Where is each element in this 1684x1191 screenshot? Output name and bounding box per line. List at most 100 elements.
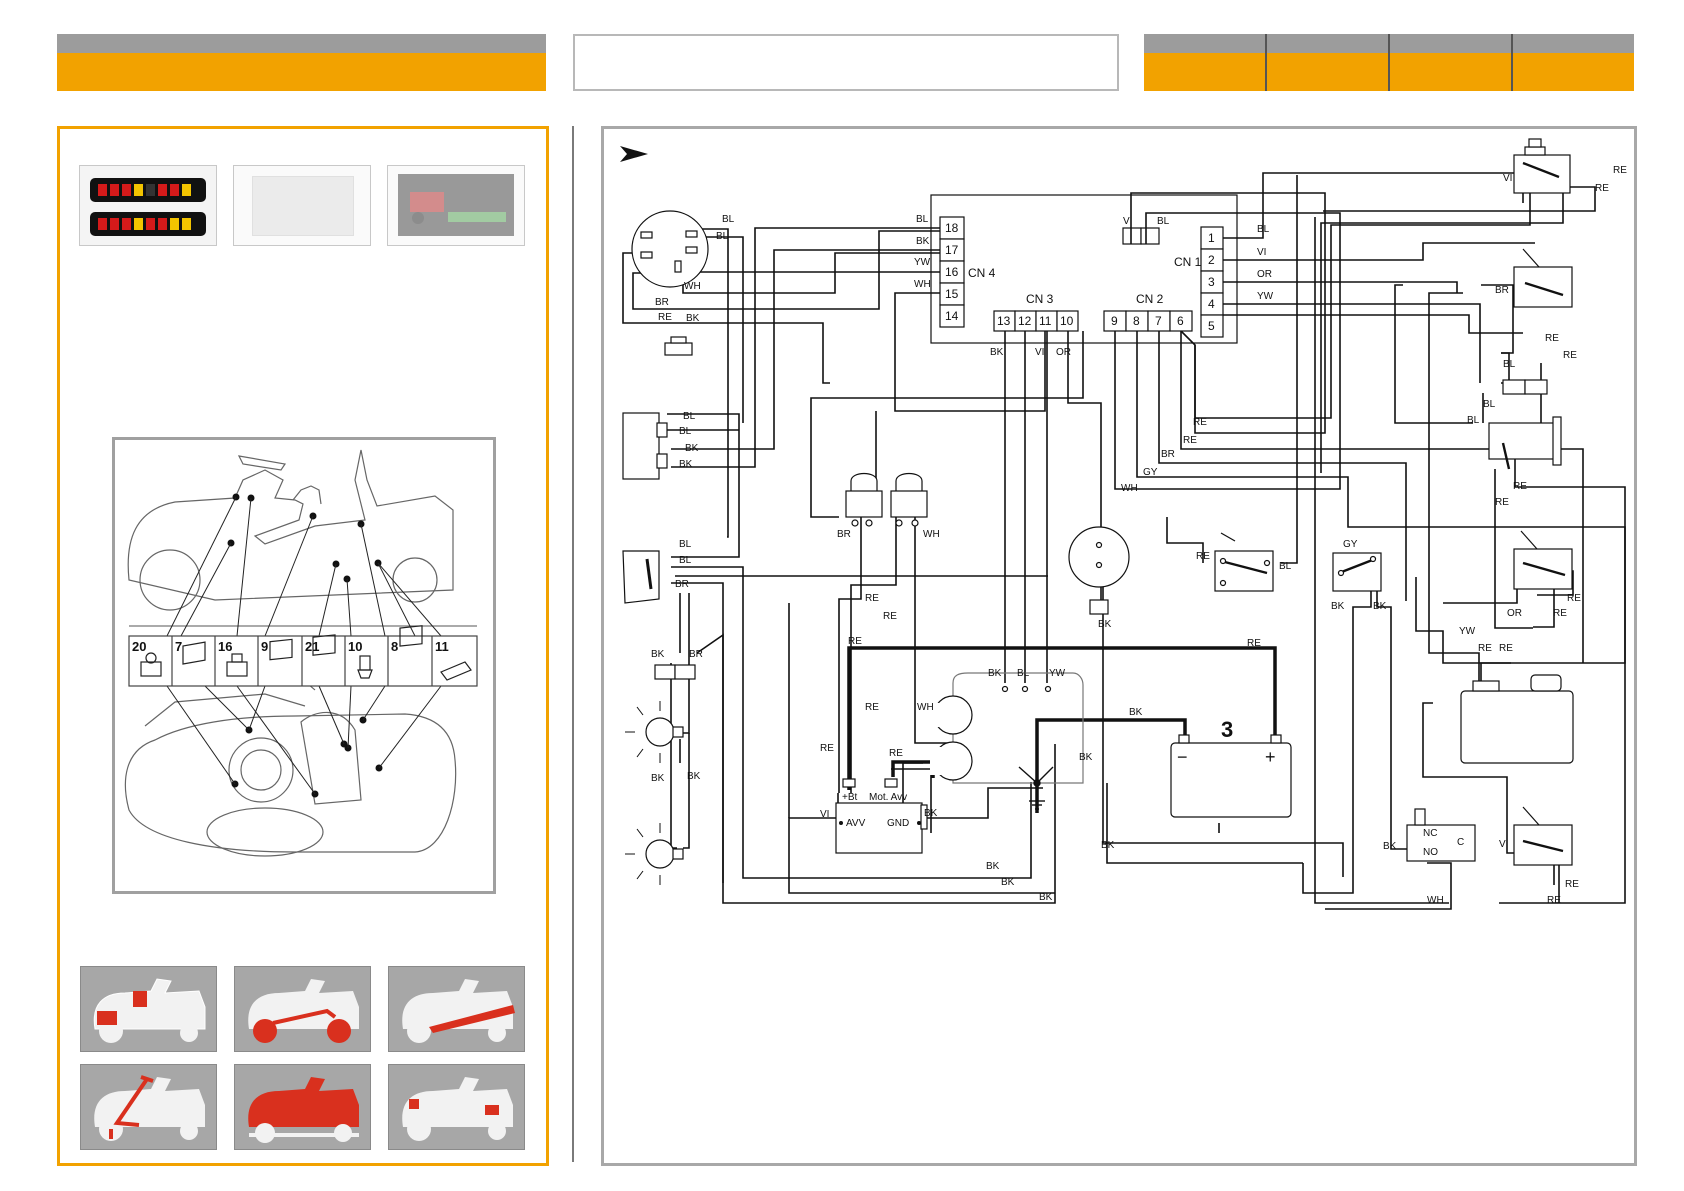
cn4-pin-18: 18 <box>945 221 959 235</box>
wiring-diagram: 18 17 16 15 14 CN 4 13 12 11 10 CN 3 9 8… <box>620 138 1627 910</box>
cn1-pin-5: 5 <box>1208 319 1215 333</box>
cutting-deck-group-thumbnail[interactable] <box>388 966 525 1052</box>
wire-label-re: RE <box>848 636 862 647</box>
wire-label-re: RE <box>1513 481 1527 492</box>
control-unit <box>930 194 1238 344</box>
wire-label-bk: BK <box>1129 707 1143 718</box>
wire-label-bl: BL <box>1257 224 1270 235</box>
wire-label-wh: WH <box>684 281 701 292</box>
steering-group-thumbnail[interactable] <box>80 1064 217 1150</box>
wire-label-bl: BL <box>683 411 696 422</box>
indicator-light-icon <box>98 184 191 230</box>
wire-label-bl: BL <box>1483 399 1496 410</box>
component-badge-16: 16 <box>218 639 232 654</box>
wire-label-bk: BK <box>1383 841 1397 852</box>
ignition-module <box>835 778 928 854</box>
component-box-row <box>128 635 478 687</box>
component-location-figure: 20 7 16 9 21 10 8 11 <box>112 437 496 894</box>
wire-label-bl: BL <box>1279 561 1292 572</box>
wire-label-yw: YW <box>1049 668 1066 679</box>
module-terminal-dots <box>839 821 921 825</box>
wire-label-br: BR <box>655 297 669 308</box>
wire-label-or: OR <box>1257 269 1272 280</box>
wire-label-bl: BL <box>1157 216 1170 227</box>
cn4-pin-15: 15 <box>945 287 959 301</box>
wire-label-re: RE <box>1193 417 1207 428</box>
wire-label-gy: GY <box>1143 467 1158 478</box>
wire-label-bl: BL <box>1467 415 1480 426</box>
wire-label-re: RE <box>658 312 672 323</box>
rocker-switch-icon <box>312 634 336 656</box>
wire-label-br: BR <box>689 649 703 660</box>
wire-label-re: RE <box>865 593 879 604</box>
bodywork-group-thumbnail[interactable] <box>234 1064 371 1150</box>
wire-label-vi: VI <box>820 809 829 820</box>
wire-label-bl: BL <box>679 539 692 550</box>
electrical-group-thumbnail[interactable] <box>388 1064 525 1150</box>
wire-label-vi: VI <box>1503 173 1512 184</box>
wire-labels: BL BL WH BR RE BK BL BK YW WH VI BL BL V… <box>651 165 1627 906</box>
header-tab-divider <box>1265 34 1267 91</box>
component-badge-21: 21 <box>305 639 319 654</box>
display-screen-thumbnail[interactable] <box>387 165 525 246</box>
wire-label-re: RE <box>1563 350 1577 361</box>
header-tab-strip <box>1144 34 1634 91</box>
component-badge-20: 20 <box>132 639 146 654</box>
wire-label-re: RE <box>889 748 903 759</box>
module-bt-label: +Bt <box>842 792 858 803</box>
wire-label-bk: BK <box>1079 752 1093 763</box>
wire-label-or: OR <box>1507 608 1522 619</box>
sensor-icon <box>357 655 373 679</box>
wire-label-bl: BL <box>679 426 692 437</box>
wire-label-br: BR <box>837 529 851 540</box>
component-badge-11: 11 <box>435 639 449 654</box>
cutting-deck-tractor-image <box>402 979 515 1043</box>
module-avv-label: AVV <box>846 818 866 829</box>
cn4-pin-14: 14 <box>945 309 959 323</box>
wire-label-re: RE <box>1545 333 1559 344</box>
wire-label-re: RE <box>1553 608 1567 619</box>
relay-icon <box>440 661 472 681</box>
rocker-switch-icon <box>269 638 293 661</box>
key-switch-icon <box>140 652 162 677</box>
engine-group-thumbnail[interactable] <box>80 966 217 1052</box>
wire-label-br: BR <box>675 579 689 590</box>
wire-label-bk: BK <box>924 808 938 819</box>
brake-switch <box>1332 552 1382 592</box>
switch-c-label: C <box>1457 837 1464 848</box>
wire-label-or: OR <box>1056 347 1071 358</box>
wire-label-bk: BK <box>651 773 665 784</box>
manual-page-thumbnail[interactable] <box>233 165 371 246</box>
cn4-pin-17: 17 <box>945 243 959 257</box>
wire-label-bk: BK <box>986 861 1000 872</box>
wire-label-re: RE <box>1196 551 1210 562</box>
header-left-gray-bar <box>57 34 546 53</box>
cn2-pin-6: 6 <box>1177 314 1184 328</box>
battery-number: 3 <box>1221 717 1233 742</box>
wire-label-re: RE <box>1247 638 1261 649</box>
switch-nc-label: NC <box>1423 828 1437 839</box>
pto-rocker-switch <box>622 550 660 604</box>
wire-label-re: RE <box>1478 643 1492 654</box>
header-title-box <box>573 34 1119 91</box>
component-badge-10: 10 <box>348 639 362 654</box>
display-screen-image <box>398 174 514 236</box>
cn4-pin-16: 16 <box>945 265 959 279</box>
wire-label-vi: VI <box>1499 839 1508 850</box>
hour-meter <box>1068 526 1130 615</box>
transmission-group-thumbnail[interactable] <box>234 966 371 1052</box>
cn2-pin-9: 9 <box>1111 314 1118 328</box>
dashboard-lights-thumbnail[interactable] <box>79 165 217 246</box>
header-left-orange-bar <box>57 53 546 91</box>
cn2-pin-8: 8 <box>1133 314 1140 328</box>
callout-leaders <box>166 496 442 795</box>
wire-label-re: RE <box>883 611 897 622</box>
right-switches <box>1460 138 1574 866</box>
wire-label-bl: BL <box>916 214 929 225</box>
electrical-tractor-image <box>402 1077 513 1141</box>
component-badge-8: 8 <box>391 639 398 654</box>
dashboard-lights-image <box>90 178 206 236</box>
wire-label-bk: BK <box>686 313 700 324</box>
seat-switch <box>1214 532 1274 592</box>
wire-label-vi: VI <box>1257 247 1266 258</box>
